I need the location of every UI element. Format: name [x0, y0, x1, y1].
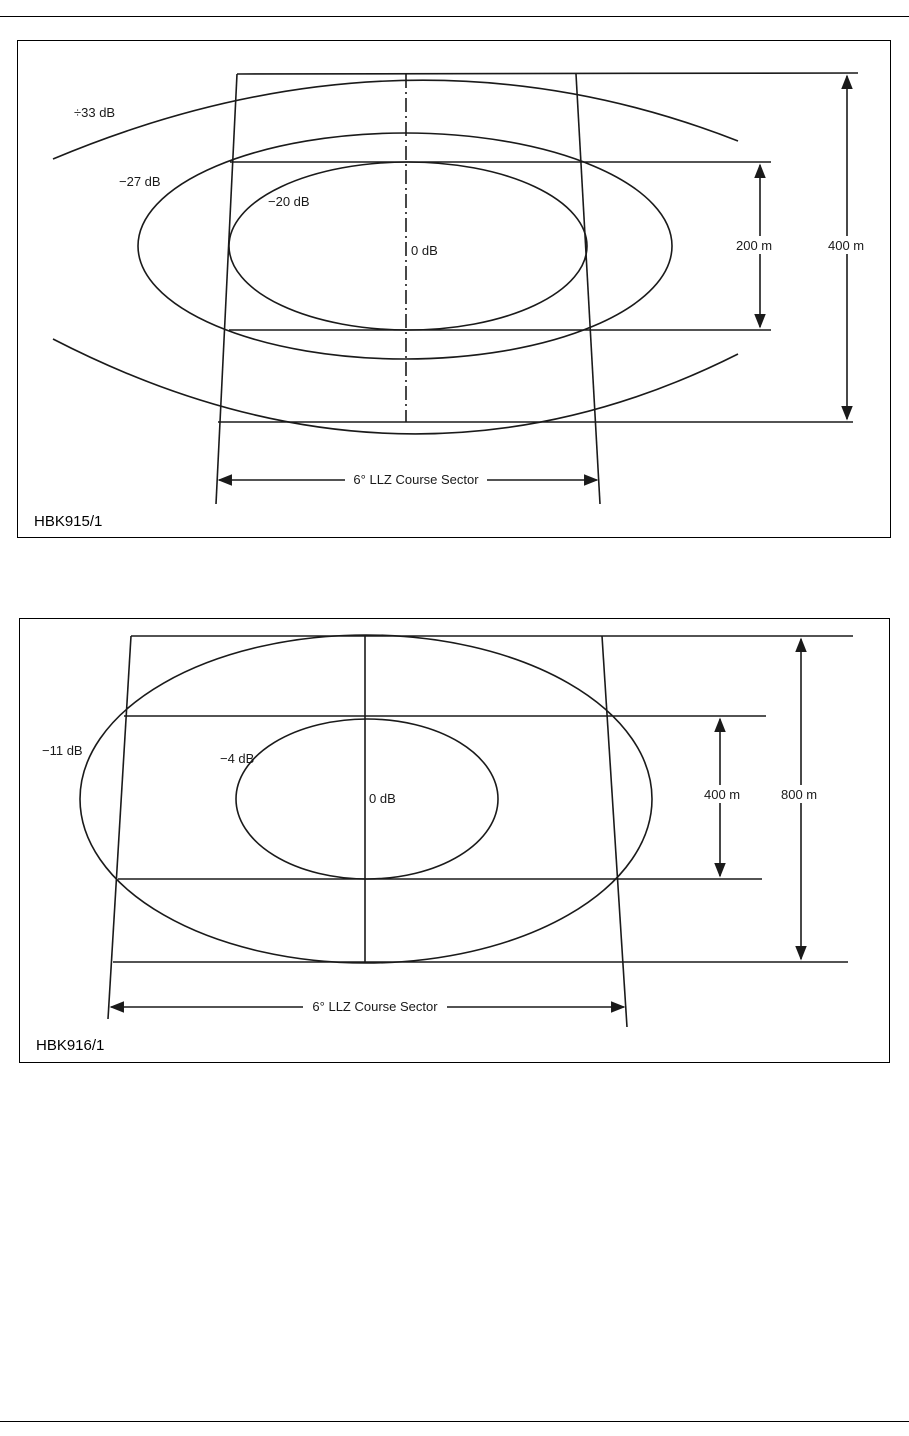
figure-hbk916-drawing: −11 dB −4 dB 0 dB 400 m 800 m 6° LLZ Cou… [20, 619, 891, 1064]
contour-33db-upper [53, 80, 738, 159]
center-label: 0 dB [369, 791, 396, 806]
inner-dimension-label: 200 m [736, 238, 772, 253]
header-rule [0, 16, 909, 17]
figure-hbk915-drawing: ÷33 dB −27 dB −20 dB 0 dB 200 m 400 m 6°… [18, 41, 892, 539]
sector-label: 6° LLZ Course Sector [312, 999, 438, 1014]
line-top-400 [237, 73, 858, 74]
figure-id: HBK915/1 [34, 513, 102, 530]
contour-33db-lower [53, 339, 738, 434]
figure-id: HBK916/1 [36, 1037, 104, 1054]
figure-hbk915: ÷33 dB −27 dB −20 dB 0 dB 200 m 400 m 6°… [17, 40, 891, 538]
sector-label: 6° LLZ Course Sector [353, 472, 479, 487]
contour-label-4db: −4 dB [220, 751, 254, 766]
contour-20db [229, 162, 587, 330]
contour-11db [80, 635, 652, 963]
center-label: 0 dB [411, 243, 438, 258]
contour-label-11db: −11 dB [42, 743, 83, 758]
sector-right-line [576, 74, 600, 504]
contour-27db [138, 133, 672, 359]
figure-hbk916: −11 dB −4 dB 0 dB 400 m 800 m 6° LLZ Cou… [19, 618, 890, 1063]
sector-right-line [602, 636, 627, 1027]
outer-dimension-label: 400 m [828, 238, 864, 253]
inner-dimension-label: 400 m [704, 787, 740, 802]
contour-label-20db: −20 dB [268, 194, 310, 209]
footer-rule [0, 1421, 909, 1422]
contour-4db [236, 719, 498, 879]
contour-label-33db: ÷33 dB [74, 105, 115, 120]
sector-left-line [216, 74, 237, 504]
contour-label-27db: −27 dB [119, 174, 161, 189]
outer-dimension-label: 800 m [781, 787, 817, 802]
